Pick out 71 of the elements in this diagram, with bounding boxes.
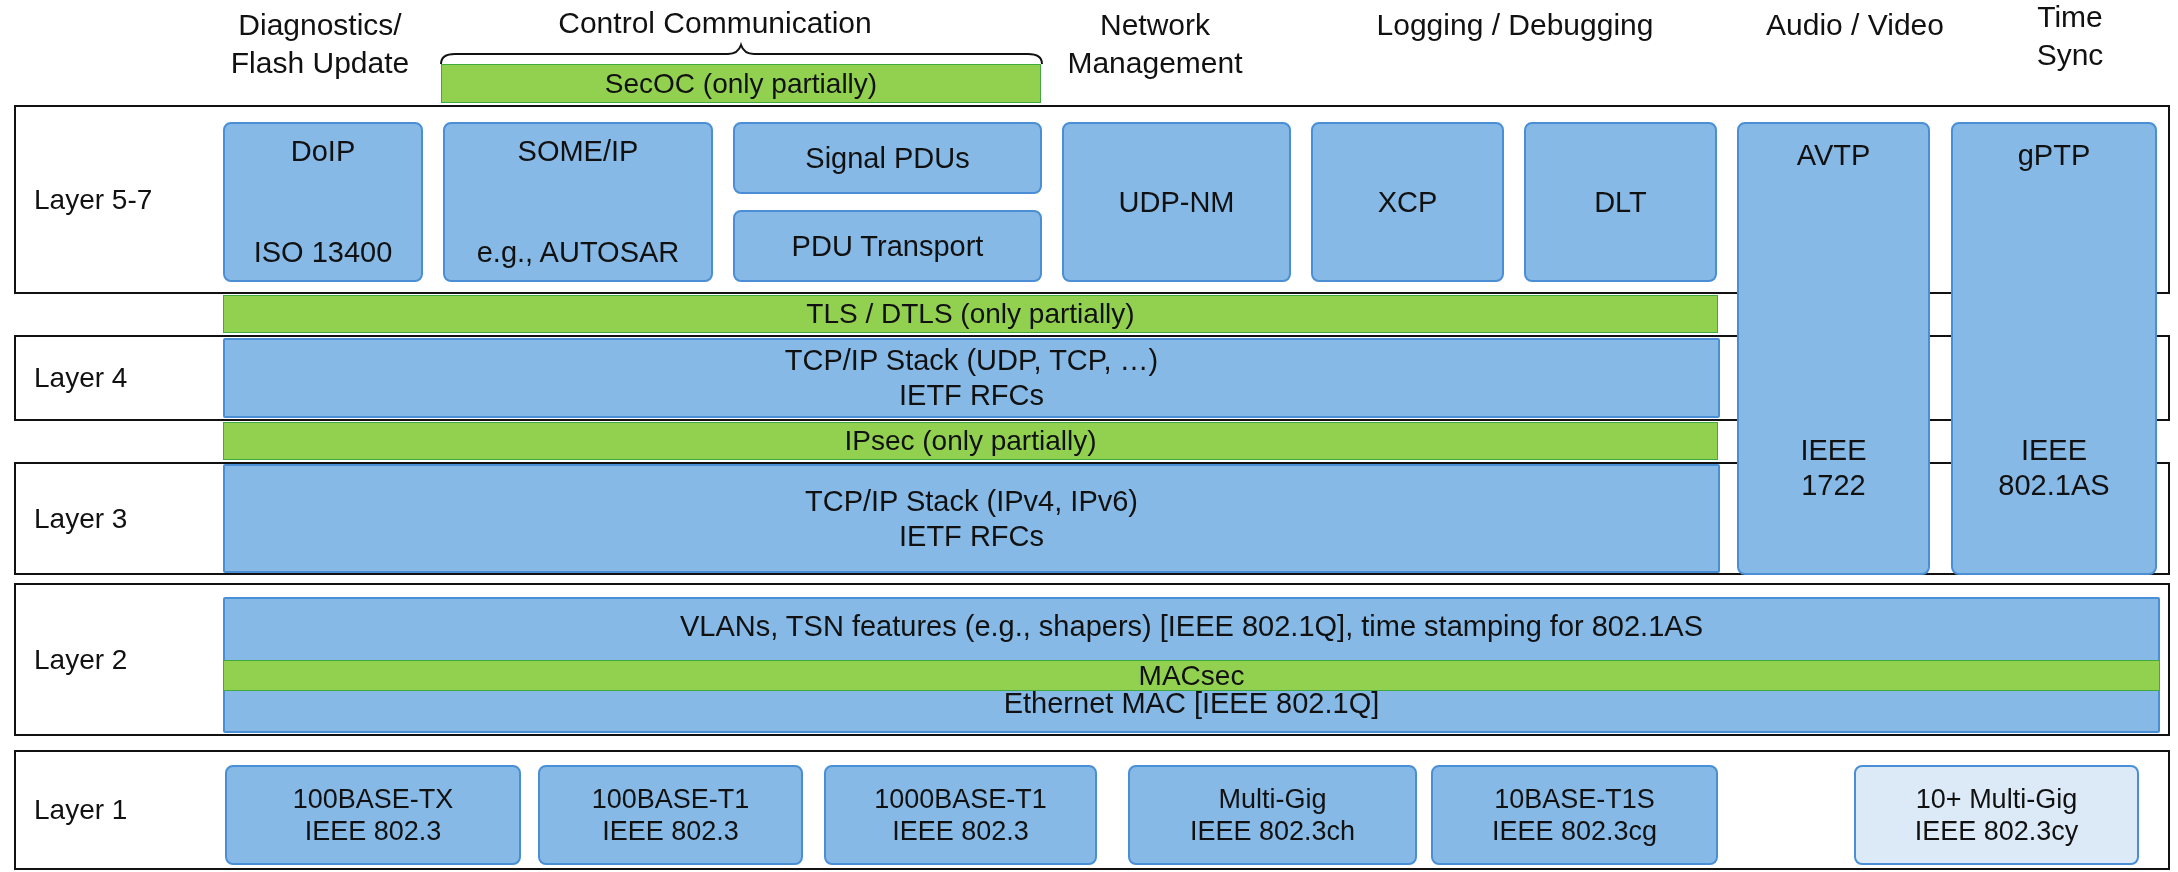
protocol-label: 100BASE-TX	[292, 782, 454, 815]
protocol-label: IEEE 802.3cy	[1914, 815, 2079, 848]
protocol-label: 10+ Multi-Gig	[1915, 782, 2078, 815]
layer-label: Layer 1	[34, 793, 128, 827]
protocol-label: UDP-NM	[1118, 184, 1235, 220]
protocol-label: gPTP	[2017, 138, 2091, 173]
security-bar	[223, 295, 1718, 333]
column-heading: Network Management	[1066, 7, 1244, 81]
protocol-label: ISO 13400	[253, 235, 393, 270]
protocol-label: DoIP	[290, 134, 356, 169]
protocol-label: IETF RFCs	[899, 378, 1044, 413]
layer-band	[14, 335, 2170, 421]
protocol-box	[1128, 765, 1417, 865]
protocol-box	[1524, 122, 1717, 282]
column-heading: Time Sync	[2035, 0, 2105, 73]
protocol-label: TCP/IP Stack (UDP, TCP, …)	[784, 343, 1159, 378]
protocol-box	[1311, 122, 1504, 282]
protocol-box	[1062, 122, 1291, 282]
protocol-label: TCP/IP Stack (IPv4, IPv6)	[804, 483, 1139, 519]
protocol-box	[538, 765, 803, 865]
protocol-label: IEEE 802.1AS	[1997, 433, 2111, 503]
layer-label: Layer 3	[34, 501, 128, 536]
security-bar	[223, 422, 1718, 460]
protocol-box	[733, 210, 1042, 282]
protocol-box	[223, 464, 1720, 573]
protocol-label: AVTP	[1796, 138, 1871, 173]
protocol-label: SecOC (only partially)	[604, 66, 878, 101]
protocol-box	[1737, 122, 1930, 575]
protocol-label: IEEE 802.3	[602, 815, 739, 848]
protocol-label: IEEE 802.3ch	[1189, 815, 1356, 848]
protocol-label: e.g., AUTOSAR	[476, 235, 680, 270]
protocol-label: Signal PDUs	[805, 140, 970, 176]
layer-band	[14, 462, 2170, 575]
protocol-label: IEEE 802.3cg	[1491, 815, 1658, 848]
protocol-label: IEEE 802.3	[304, 815, 442, 848]
protocol-box	[1854, 765, 2139, 865]
protocol-box	[1431, 765, 1718, 865]
protocol-label: 100BASE-T1	[591, 782, 750, 815]
security-bar	[223, 660, 2160, 691]
layer-band	[14, 105, 2170, 294]
column-heading: Audio / Video	[1765, 7, 1945, 43]
protocol-label: IETF RFCs	[899, 518, 1044, 554]
layer-band	[14, 750, 2170, 870]
protocol-label: IEEE 1722	[1799, 433, 1868, 503]
protocol-box	[225, 765, 521, 865]
column-heading: Diagnostics/ Flash Update	[229, 7, 411, 81]
protocol-label: IEEE 802.3	[892, 815, 1029, 848]
protocol-box	[824, 765, 1097, 865]
protocol-box	[1951, 122, 2157, 575]
protocol-box	[443, 122, 713, 282]
protocol-box	[223, 597, 2160, 733]
protocol-label: PDU Transport	[791, 228, 984, 264]
protocol-label: IPsec (only partially)	[844, 424, 1097, 458]
protocol-label: Multi-Gig	[1218, 782, 1327, 815]
security-bar	[441, 64, 1041, 103]
layer-band	[14, 583, 2170, 736]
column-heading: Logging / Debugging	[1375, 7, 1655, 43]
column-heading: Control Communication	[557, 5, 873, 41]
layer-label: Layer 2	[34, 642, 128, 677]
protocol-box	[733, 122, 1042, 194]
protocol-label: DLT	[1594, 184, 1647, 220]
protocol-label: XCP	[1377, 184, 1438, 220]
layer-label: Layer 5-7	[34, 182, 153, 217]
protocol-label: 10BASE-T1S	[1494, 782, 1655, 815]
protocol-label: 1000BASE-T1	[874, 782, 1047, 815]
protocol-label: TLS / DTLS (only partially)	[806, 297, 1135, 331]
layer-label: Layer 4	[34, 361, 128, 395]
protocol-label: SOME/IP	[517, 134, 639, 169]
protocol-box	[223, 338, 1720, 418]
protocol-box	[223, 122, 423, 282]
protocol-label: VLANs, TSN features (e.g., shapers) [IEEE 802.1Q], time stamping for 802.1AS	[680, 609, 1703, 644]
